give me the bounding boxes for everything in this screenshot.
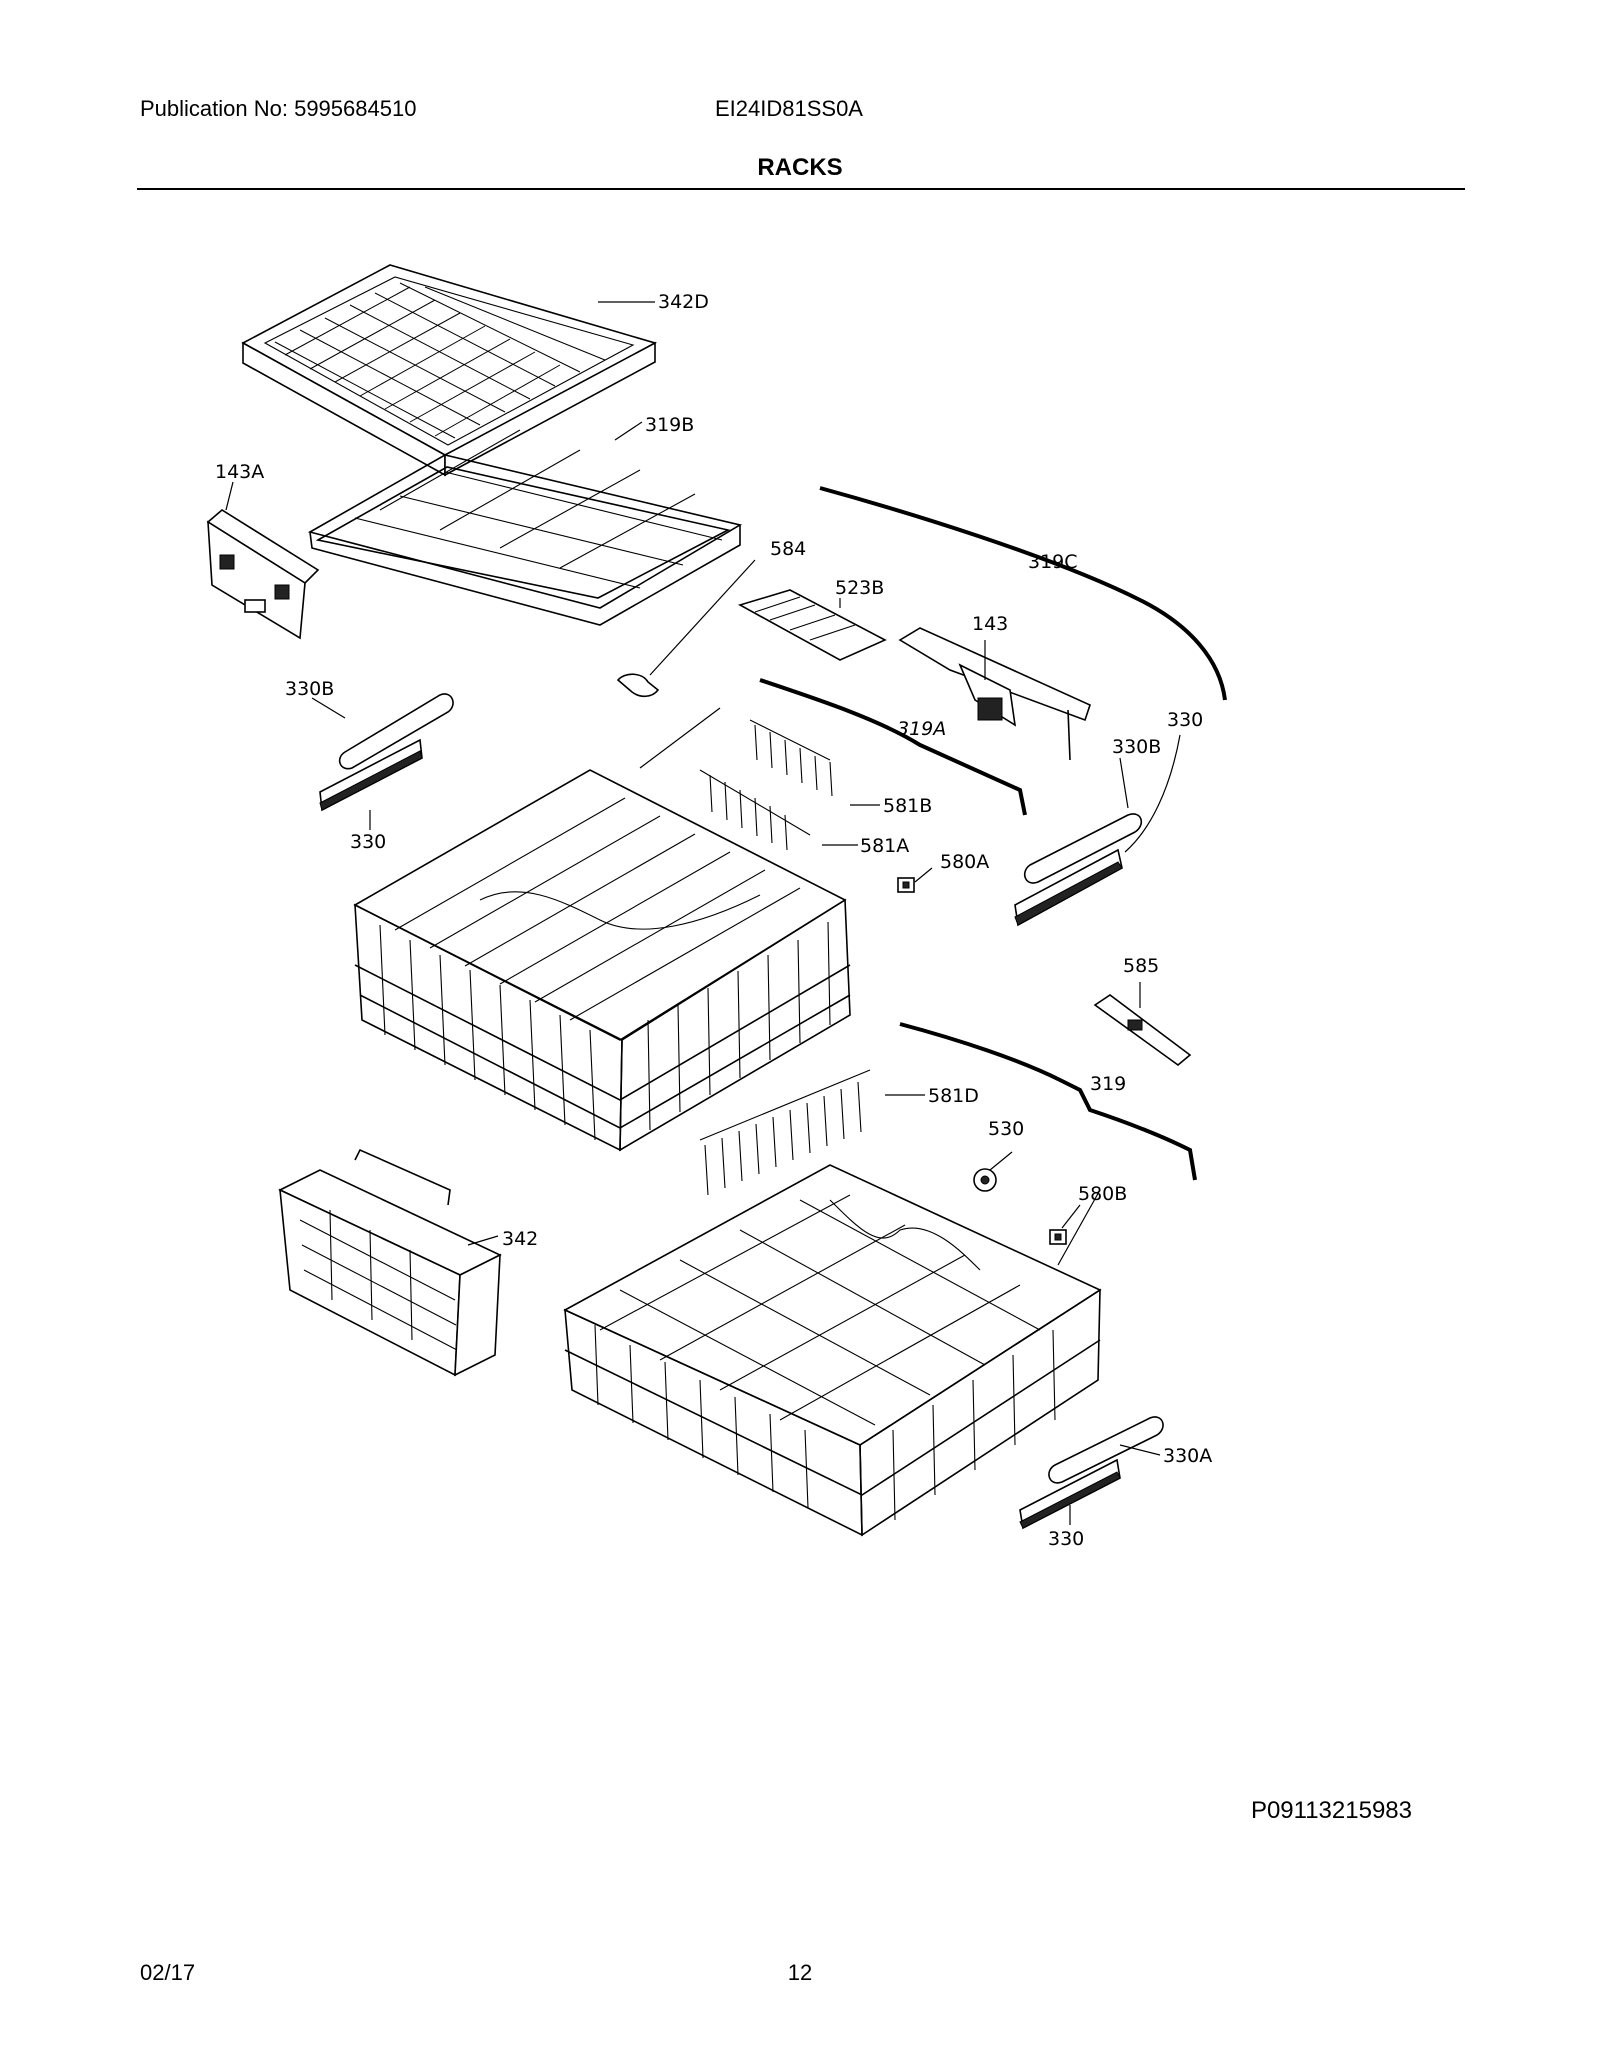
rack-adjuster-143A	[206, 509, 320, 640]
stop-580B	[1049, 1229, 1067, 1245]
page-title: RACKS	[757, 154, 843, 181]
seal-319A	[759, 678, 1027, 816]
callout-330-left: 330	[350, 831, 386, 853]
callout-584: 584	[770, 538, 806, 560]
callout-319C: 319C	[1028, 551, 1078, 573]
callout-581B: 581B	[883, 795, 932, 817]
callout-581A: 581A	[860, 835, 909, 857]
callout-330B-left: 330B	[285, 678, 334, 700]
tine-holder-523B	[737, 589, 887, 661]
seal-319C	[819, 486, 1227, 701]
cap-330B-left	[338, 693, 454, 770]
callout-143A: 143A	[215, 461, 264, 483]
title-rule	[137, 188, 1465, 190]
tine-row-581A	[699, 769, 811, 851]
tine-row-581B	[749, 719, 833, 797]
callout-342D: 342D	[658, 291, 709, 313]
cap-330A	[1048, 1416, 1164, 1484]
callout-580B: 580B	[1078, 1183, 1127, 1205]
callout-319A: 319A	[897, 718, 946, 740]
silverware-basket-342	[278, 1148, 502, 1377]
part-585	[1093, 994, 1192, 1067]
lower-rack-basket	[563, 1164, 1102, 1537]
callout-319B: 319B	[645, 414, 694, 436]
stop-580A	[897, 877, 915, 893]
page-number: 12	[787, 1960, 813, 1985]
document-id: P09113215983	[1250, 1797, 1412, 1824]
callout-581D: 581D	[928, 1085, 979, 1107]
model-number: EI24ID81SS0A	[715, 96, 863, 121]
callout-330-bottom: 330	[1048, 1528, 1084, 1550]
callout-330B-right: 330B	[1112, 736, 1161, 758]
footer-date: 02/17	[140, 1960, 196, 1985]
wheel-530	[973, 1168, 997, 1192]
callout-530: 530	[988, 1118, 1024, 1140]
callout-585: 585	[1123, 955, 1159, 977]
callout-319: 319	[1090, 1073, 1126, 1095]
strip-330-left	[319, 738, 423, 812]
callout-330A: 330A	[1163, 1445, 1212, 1467]
cap-330B-right	[1023, 813, 1143, 884]
publication-number: Publication No: 5995684510	[140, 96, 417, 121]
callout-580A: 580A	[940, 851, 989, 873]
rail-assembly-143	[898, 627, 1091, 761]
tine-row-581D	[699, 1069, 871, 1196]
clip-584	[616, 673, 660, 698]
cutlery-tray-342D	[241, 264, 658, 477]
upper-rack-basket	[353, 769, 851, 1152]
strip-330-bottom	[1019, 1458, 1121, 1530]
strip-330-right	[1014, 848, 1123, 927]
callout-143: 143	[972, 613, 1008, 635]
callout-330-right: 330	[1167, 709, 1203, 731]
callout-342: 342	[502, 1228, 538, 1250]
seal-319	[899, 1022, 1197, 1181]
rack-frame-319B	[307, 429, 743, 626]
callout-523B: 523B	[835, 577, 884, 599]
